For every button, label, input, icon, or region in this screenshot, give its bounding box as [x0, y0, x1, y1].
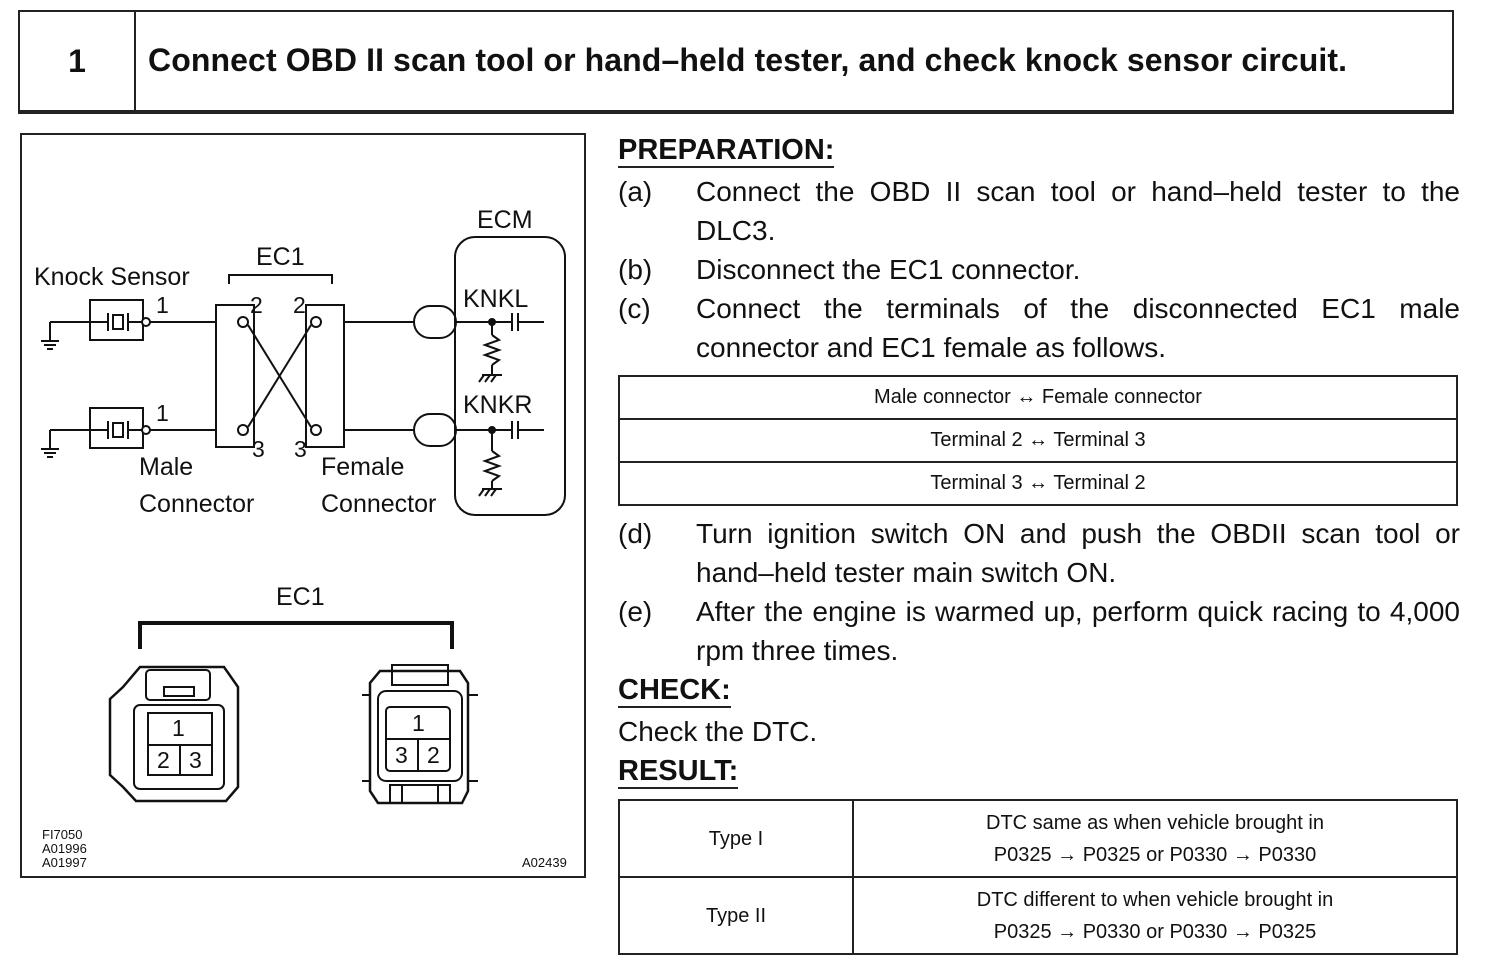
male-connector-face — [108, 665, 240, 803]
connection-table-row: Terminal 2 ↔ Terminal 3 — [618, 418, 1458, 463]
male-terminal-2 — [237, 316, 249, 328]
step-letter: (c) — [618, 293, 651, 324]
step-letter: (b) — [618, 254, 653, 285]
figure-code-3: A01997 — [42, 855, 87, 870]
female-bottom-pin: 3 — [294, 436, 307, 462]
step-letter: (e) — [618, 596, 653, 627]
figure-code-1: FI7050 — [42, 827, 82, 842]
ec1-bottom-bracket — [138, 621, 454, 649]
step-text: Connect the terminals of the disconnecte… — [696, 293, 1460, 363]
male-top-pin: 2 — [250, 292, 263, 318]
male-connector-label-2: Connector — [139, 490, 254, 518]
shield-loop-bottom — [413, 413, 457, 447]
procedure-text: PREPARATION: (a) Connect the OBD II scan… — [618, 130, 1460, 955]
result-line: DTC same as when vehicle brought in — [986, 811, 1324, 834]
sensor-bottom-pin: 1 — [156, 400, 169, 426]
result-line: P0325 → P0330 or P0330 → P0325 — [993, 920, 1317, 943]
result-type: Type I — [618, 799, 854, 878]
sensor-top-pin: 1 — [156, 292, 169, 318]
female-connector-label-1: Female — [321, 453, 404, 481]
ec1-bottom-label: EC1 — [276, 583, 325, 611]
preparation-heading: PREPARATION: — [618, 134, 835, 168]
right-face-pin-2: 3 — [395, 742, 408, 768]
result-type: Type II — [618, 876, 854, 955]
female-connector-label-2: Connector — [321, 490, 436, 518]
male-bottom-pin: 3 — [252, 436, 265, 462]
step-text: Disconnect the EC1 connector. — [696, 254, 1081, 285]
prep-step-b: (b) Disconnect the EC1 connector. — [618, 250, 1460, 289]
female-top-pin: 2 — [293, 292, 306, 318]
result-description: DTC same as when vehicle brought in P032… — [852, 799, 1458, 878]
prep-step-e: (e) After the engine is warmed up, perfo… — [618, 592, 1460, 670]
female-terminal-3 — [310, 424, 322, 436]
step-text: Turn ignition switch ON and push the OBD… — [696, 518, 1460, 588]
female-connector-block — [305, 304, 345, 448]
step-text: After the engine is warmed up, perform q… — [696, 596, 1460, 666]
wiring-diagram: ECM EC1 Knock Sensor KNKL KNKR 1 1 2 2 3… — [34, 206, 567, 870]
knock-sensor-label: Knock Sensor — [34, 263, 190, 291]
table-row: Type I DTC same as when vehicle brought … — [618, 799, 1458, 878]
figure-code-2: A01996 — [42, 841, 87, 856]
prep-step-c: (c) Connect the terminals of the disconn… — [618, 289, 1460, 367]
result-table: Type I DTC same as when vehicle brought … — [618, 799, 1458, 955]
ec1-bracket — [228, 274, 333, 284]
female-connector-face — [362, 664, 478, 805]
wiring-figure: ECM EC1 Knock Sensor KNKL KNKR 1 1 2 2 3… — [20, 133, 586, 878]
step-number: 1 — [20, 12, 136, 110]
male-terminal-3 — [237, 424, 249, 436]
result-line: P0325 → P0325 or P0330 → P0330 — [993, 843, 1317, 866]
result-line: DTC different to when vehicle brought in — [976, 888, 1334, 911]
right-face-pin-1: 1 — [412, 710, 425, 736]
ecm-box — [454, 236, 566, 516]
shield-loop-top — [413, 305, 457, 339]
step-letter: (d) — [618, 518, 653, 549]
figure-code-4: A02439 — [522, 855, 567, 870]
step-letter: (a) — [618, 176, 653, 207]
check-text: Check the DTC. — [618, 716, 818, 747]
step-header: 1 Connect OBD II scan tool or hand–held … — [18, 10, 1454, 114]
male-connector-label-1: Male — [139, 453, 193, 481]
knkr-label: KNKR — [463, 391, 532, 419]
knkr-circuit — [478, 421, 544, 497]
step-title: Connect OBD II scan tool or hand–held te… — [148, 42, 1348, 78]
step-text: Connect the OBD II scan tool or hand–hel… — [696, 176, 1460, 246]
connection-table-row: Terminal 3 ↔ Terminal 2 — [618, 461, 1458, 506]
prep-step-a: (a) Connect the OBD II scan tool or hand… — [618, 172, 1460, 250]
knock-sensor-top — [41, 299, 216, 350]
result-description: DTC different to when vehicle brought in… — [852, 876, 1458, 955]
connection-table: Male connector ↔ Female connector Termin… — [618, 375, 1458, 506]
check-heading: CHECK: — [618, 674, 731, 708]
male-connector-block — [215, 304, 255, 448]
knkl-label: KNKL — [463, 285, 528, 313]
knkl-circuit — [478, 313, 544, 383]
left-face-pin-1: 1 — [172, 715, 185, 741]
left-face-pin-3: 3 — [189, 747, 202, 773]
knock-sensor-bottom — [41, 407, 216, 458]
right-face-pin-3: 2 — [427, 742, 440, 768]
prep-step-d: (d) Turn ignition switch ON and push the… — [618, 514, 1460, 592]
result-heading: RESULT: — [618, 755, 739, 789]
ecm-label: ECM — [477, 206, 533, 234]
female-terminal-2 — [310, 316, 322, 328]
cross-wire-b — [247, 324, 312, 428]
ec1-top-label: EC1 — [256, 243, 305, 271]
connection-table-header: Male connector ↔ Female connector — [618, 375, 1458, 420]
table-row: Type II DTC different to when vehicle br… — [618, 876, 1458, 955]
left-face-pin-2: 2 — [157, 747, 170, 773]
